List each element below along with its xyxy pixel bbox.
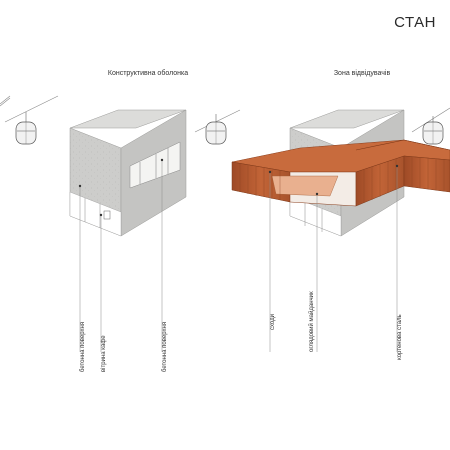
gondola-cabin-center [194,109,241,145]
leader-dots-right [268,164,399,196]
label-concrete-surface-1: бетонна поверхня [80,322,86,372]
label-cafe-showcase: вітрина кафе [101,335,107,372]
panel-title-structure: Конструктивна оболонка [107,70,189,77]
leader-lines-right [269,166,398,352]
label-viewing-platform: оглядовий майданчик [308,291,315,352]
label-concrete-surface-2: бетонна поверхня [162,322,168,372]
label-corten-steel: кортенова сталь [397,314,403,360]
structure-block-left [69,109,187,237]
gondola-cabin-left [4,95,59,145]
gondola-left-edge [0,95,11,107]
gondola-cabin-right [411,107,450,145]
page-title: СТАН [394,14,436,31]
label-viewing-platform-text: оглядовий майданчик [308,291,315,352]
leader-lines-left [79,160,163,352]
panel-title-visitors: Зона відвідувачів [333,70,391,77]
corten-deck [231,139,450,207]
leader-dots-left [78,158,164,217]
label-stairs: сходи [270,314,276,330]
